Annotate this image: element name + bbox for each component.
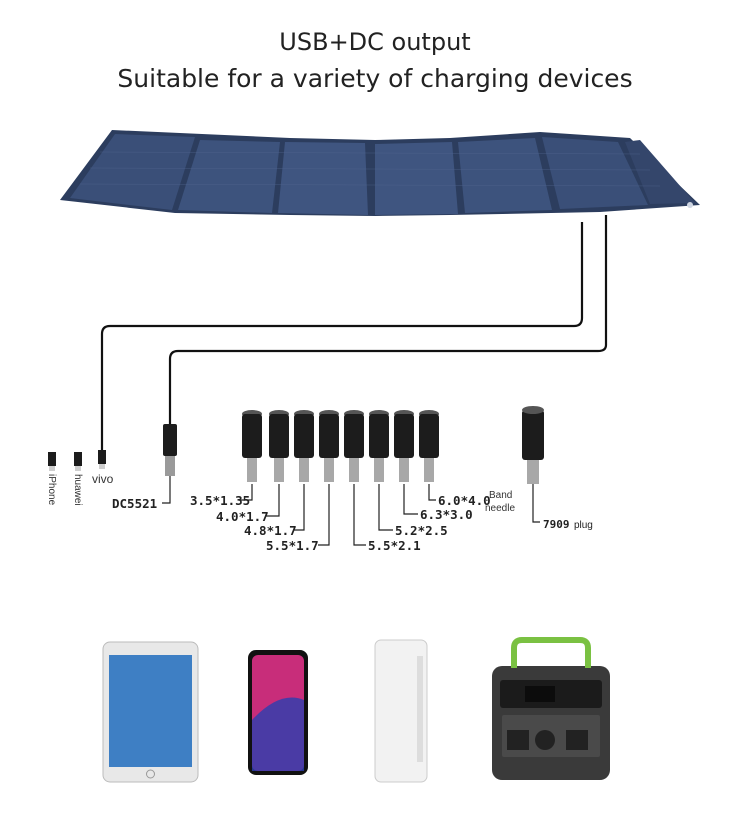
label-adapter-5: 5.5*2.1 xyxy=(368,538,421,553)
solar-panel-icon xyxy=(60,130,700,216)
label-7909-plug: 7909 plug xyxy=(543,515,593,533)
label-vivo: vivo xyxy=(92,472,114,486)
adapter-icon xyxy=(419,410,439,482)
adapter-icon xyxy=(294,410,314,482)
label-adapter-6: 5.2*2.5 xyxy=(395,523,448,538)
label-band: Band xyxy=(489,490,513,501)
dc5521-plug-icon xyxy=(163,424,177,476)
adapter-icon xyxy=(344,410,364,482)
label-adapter-3: 4.8*1.7 xyxy=(244,523,297,538)
headline-usb-dc-output: USB+DC output xyxy=(279,28,471,56)
label-dc5521: DC5521 xyxy=(112,496,158,511)
label-adapter-1: 3.5*1.35 xyxy=(190,493,251,508)
label-needle: needle xyxy=(485,503,516,514)
label-adapter-8: 6.0*4.0 xyxy=(438,493,491,508)
adapter-icon xyxy=(319,410,339,482)
adapter-icon xyxy=(394,410,414,482)
label-adapter-2: 4.0*1.7 xyxy=(216,509,269,524)
label-7909-suffix: plug xyxy=(573,520,593,531)
smartphone-icon xyxy=(248,650,308,775)
portable-power-station-icon xyxy=(492,637,610,780)
adapter-set xyxy=(242,410,439,482)
usb-connector-vivo-icon xyxy=(98,450,106,469)
label-huawei: huawei xyxy=(72,474,83,506)
tablet-icon xyxy=(102,641,199,783)
usb-connector-huawei-icon xyxy=(74,452,82,471)
headline-suitable-devices: Suitable for a variety of charging devic… xyxy=(117,64,633,93)
cables xyxy=(100,215,608,450)
plug-7909-icon xyxy=(522,406,544,484)
adapter-icon xyxy=(269,410,289,482)
label-7909-name: 7909 xyxy=(543,518,570,531)
power-bank-icon xyxy=(374,639,428,783)
label-adapter-4: 5.5*1.7 xyxy=(266,538,319,553)
label-iphone: iPhone xyxy=(46,474,57,506)
leader-lines xyxy=(162,476,540,546)
adapter-icon xyxy=(242,410,262,482)
label-adapter-7: 6.3*3.0 xyxy=(420,507,473,522)
adapter-icon xyxy=(369,410,389,482)
usb-connector-iphone-icon xyxy=(48,452,56,471)
